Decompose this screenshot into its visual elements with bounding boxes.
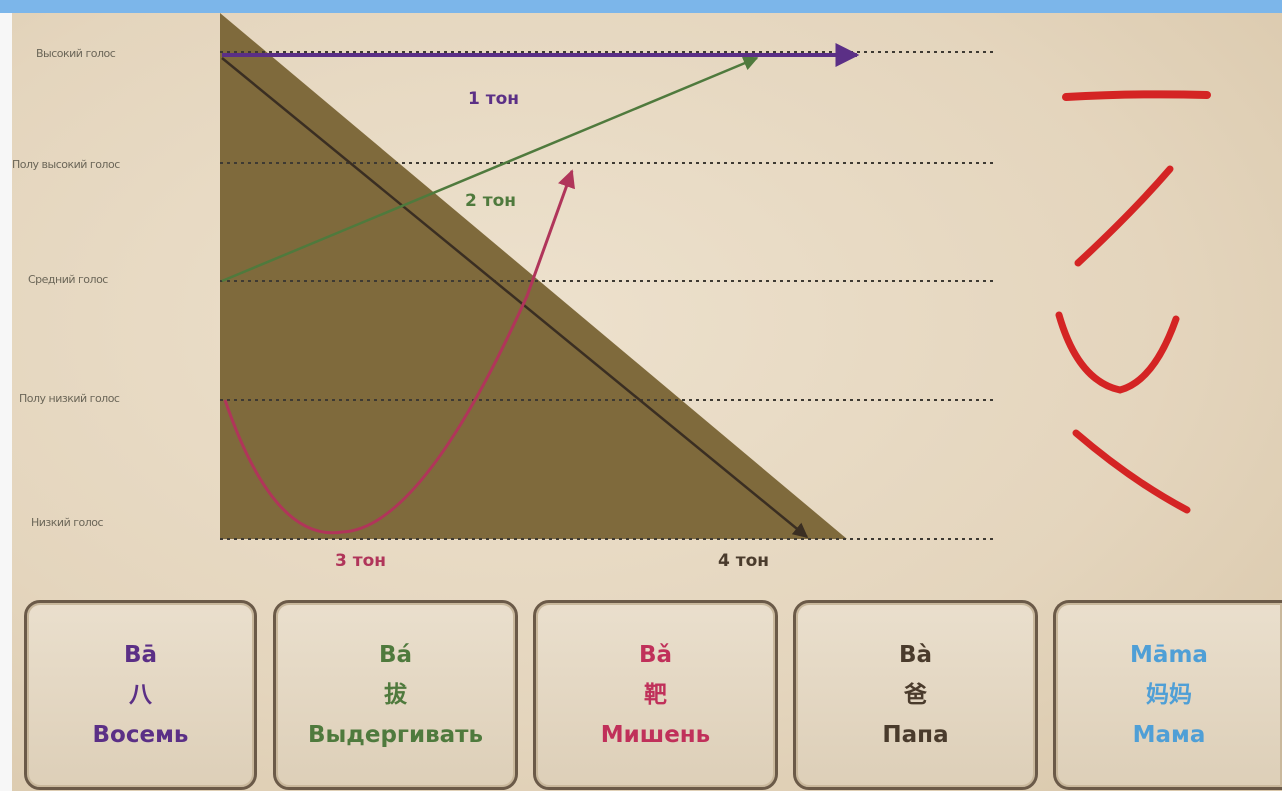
level-label-low: Низкий голос <box>31 516 104 529</box>
card-hanzi: 拔 <box>384 682 407 708</box>
tone-3-label: 3 тон <box>335 551 387 571</box>
level-label-high: Высокий голос <box>36 47 116 60</box>
card-meaning: Выдергивать <box>307 722 484 748</box>
tone-diagram <box>220 13 1211 540</box>
word-card-ba-pull-out[interactable]: Bá 拔 Выдергивать <box>273 600 518 790</box>
level-label-mid-low: Полу низкий голос <box>19 392 120 405</box>
tone-2-label: 2 тон <box>465 191 517 211</box>
word-card-mama[interactable]: Māma 妈妈 Мама <box>1053 600 1282 790</box>
tone-4-label: 4 тон <box>718 551 770 571</box>
window-top-bar <box>0 0 1282 13</box>
card-pinyin: Bà <box>898 642 933 668</box>
card-hanzi: 爸 <box>904 682 927 708</box>
word-card-ba-eight[interactable]: Bā 八 Восемь <box>24 600 257 790</box>
level-label-mid-high: Полу высокий голос <box>12 158 120 171</box>
card-hanzi: 靶 <box>644 682 667 708</box>
card-meaning: Мишень <box>600 722 711 748</box>
stroke-mark-tone-4 <box>1072 429 1191 514</box>
tone-stroke-marks <box>1055 90 1211 514</box>
card-pinyin: Māma <box>1130 642 1208 668</box>
tone-3-curve <box>223 169 575 535</box>
card-meaning: Восемь <box>92 722 189 748</box>
card-pinyin: Bǎ <box>638 642 673 668</box>
word-card-ba-target[interactable]: Bǎ 靶 Мишень <box>533 600 778 790</box>
tone-2-arrow <box>221 56 759 283</box>
stroke-mark-tone-2 <box>1074 165 1174 267</box>
word-card-ba-dad[interactable]: Bà 爸 Папа <box>793 600 1038 790</box>
level-label-middle: Средний голос <box>28 273 108 286</box>
card-hanzi: 妈妈 <box>1146 682 1192 708</box>
stroke-mark-tone-1 <box>1062 90 1211 101</box>
stroke-mark-tone-3 <box>1055 311 1180 394</box>
window-left-edge <box>0 13 12 791</box>
card-pinyin: Bā <box>123 642 158 668</box>
card-hanzi: 八 <box>129 682 152 708</box>
tone-4-arrow <box>221 57 809 538</box>
card-meaning: Папа <box>882 722 949 748</box>
tone-1-label: 1 тон <box>468 89 520 109</box>
card-pinyin: Bá <box>378 642 413 668</box>
card-meaning: Мама <box>1132 722 1206 748</box>
